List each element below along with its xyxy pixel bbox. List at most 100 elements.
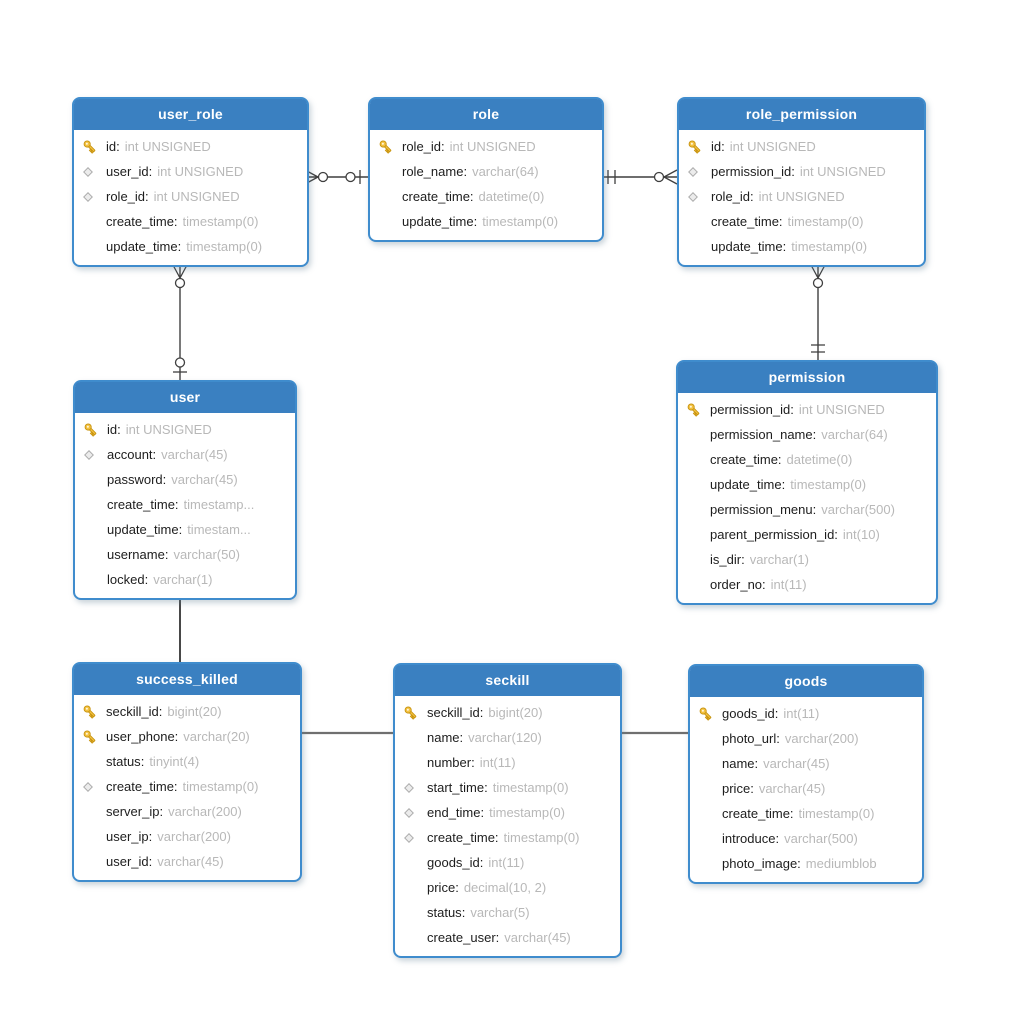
column-type: varchar(50) bbox=[173, 547, 240, 562]
column-row[interactable]: create_timetimestamp(0) bbox=[74, 774, 300, 799]
column-row[interactable]: create_timetimestamp(0) bbox=[74, 209, 307, 234]
table-success_killed[interactable]: success_killed seckill_idbigint(20)user_p… bbox=[72, 662, 302, 882]
column-row[interactable]: permission_namevarchar(64) bbox=[678, 422, 936, 447]
table-seckill[interactable]: seckill seckill_idbigint(20)namevarchar(1… bbox=[393, 663, 622, 958]
column-name: create_time bbox=[427, 830, 499, 845]
column-row[interactable]: user_ip varchar(200) bbox=[74, 824, 300, 849]
column-row[interactable]: idint UNSIGNED bbox=[75, 417, 295, 442]
column-row[interactable]: idint UNSIGNED bbox=[679, 134, 924, 159]
table-title[interactable]: user bbox=[75, 382, 295, 413]
column-name: id bbox=[107, 422, 121, 437]
column-row[interactable]: role_idint UNSIGNED bbox=[679, 184, 924, 209]
column-row[interactable]: passwordvarchar(45) bbox=[75, 467, 295, 492]
connector-user_role-to-role[interactable] bbox=[304, 169, 368, 185]
column-row[interactable]: role_idint UNSIGNED bbox=[74, 184, 307, 209]
table-title[interactable]: seckill bbox=[395, 665, 620, 696]
column-row[interactable]: username varchar(50) bbox=[75, 542, 295, 567]
column-row[interactable]: update_timetimestam... bbox=[75, 517, 295, 542]
column-row[interactable]: parent_permission_idint(10) bbox=[678, 522, 936, 547]
column-type: timestamp(0) bbox=[186, 239, 263, 254]
index-diamond-icon bbox=[403, 832, 427, 844]
column-row[interactable]: update_timetimestamp(0) bbox=[678, 472, 936, 497]
column-name: username bbox=[107, 547, 168, 562]
column-row[interactable]: goods_idint(11) bbox=[690, 701, 922, 726]
column-name: account bbox=[107, 447, 156, 462]
column-row[interactable]: server_ipvarchar(200) bbox=[74, 799, 300, 824]
column-row[interactable]: user_idvarchar(45) bbox=[74, 849, 300, 874]
table-role[interactable]: role role_idint UNSIGNEDrole_namevarchar(… bbox=[368, 97, 604, 242]
column-name: create_time bbox=[710, 452, 782, 467]
table-title[interactable]: goods bbox=[690, 666, 922, 697]
column-name: goods_id bbox=[427, 855, 483, 870]
connector-role_permission-to-permission[interactable] bbox=[810, 264, 826, 360]
connector-user_role-to-user[interactable] bbox=[172, 264, 188, 380]
column-row[interactable]: goods_idint(11) bbox=[395, 850, 620, 875]
column-row[interactable]: user_idint UNSIGNED bbox=[74, 159, 307, 184]
table-title[interactable]: success_killed bbox=[74, 664, 300, 695]
column-row[interactable]: namevarchar(45) bbox=[690, 751, 922, 776]
table-goods[interactable]: goods goods_idint(11)photo_urlvarchar(200… bbox=[688, 664, 924, 884]
column-row[interactable]: role_idint UNSIGNED bbox=[370, 134, 602, 159]
column-type: bigint(20) bbox=[488, 705, 543, 720]
column-row[interactable]: create_time datetime(0) bbox=[678, 447, 936, 472]
column-row[interactable]: accountvarchar(45) bbox=[75, 442, 295, 467]
column-row[interactable]: create_timetimestamp(0) bbox=[690, 801, 922, 826]
column-row[interactable]: create_uservarchar(45) bbox=[395, 925, 620, 950]
table-title[interactable]: role_permission bbox=[679, 99, 924, 130]
column-row[interactable]: statusvarchar(5) bbox=[395, 900, 620, 925]
index-diamond-icon bbox=[82, 781, 106, 793]
column-row[interactable]: statustinyint(4) bbox=[74, 749, 300, 774]
column-type: datetime(0) bbox=[786, 452, 853, 467]
column-name: locked bbox=[107, 572, 148, 587]
column-row[interactable]: role_namevarchar(64) bbox=[370, 159, 602, 184]
column-row[interactable]: create_timetimestamp(0) bbox=[679, 209, 924, 234]
column-row[interactable]: lockedvarchar(1) bbox=[75, 567, 295, 592]
column-row[interactable]: update_timetimestamp(0) bbox=[679, 234, 924, 259]
column-row[interactable]: create_timetimestamp... bbox=[75, 492, 295, 517]
column-row[interactable]: seckill_idbigint(20) bbox=[74, 699, 300, 724]
column-row[interactable]: numberint(11) bbox=[395, 750, 620, 775]
column-row[interactable]: seckill_idbigint(20) bbox=[395, 700, 620, 725]
table-user[interactable]: user idint UNSIGNEDaccountvarchar(45)pass… bbox=[73, 380, 297, 600]
column-row[interactable]: permission_idint UNSIGNED bbox=[679, 159, 924, 184]
column-row[interactable]: order_noint(11) bbox=[678, 572, 936, 597]
table-title[interactable]: user_role bbox=[74, 99, 307, 130]
table-title[interactable]: permission bbox=[678, 362, 936, 393]
column-name: id bbox=[711, 139, 725, 154]
column-name: order_no bbox=[710, 577, 766, 592]
column-row[interactable]: photo_urlvarchar(200) bbox=[690, 726, 922, 751]
column-row[interactable]: pricedecimal(10, 2) bbox=[395, 875, 620, 900]
column-row[interactable]: update_timetimestamp(0) bbox=[370, 209, 602, 234]
column-row[interactable]: update_timetimestamp(0) bbox=[74, 234, 307, 259]
column-row[interactable]: introducevarchar(500) bbox=[690, 826, 922, 851]
table-title[interactable]: role bbox=[370, 99, 602, 130]
column-row[interactable]: is_dirvarchar(1) bbox=[678, 547, 936, 572]
column-name: user_ip bbox=[106, 829, 152, 844]
column-row[interactable]: start_timetimestamp(0) bbox=[395, 775, 620, 800]
column-name: photo_url bbox=[722, 731, 780, 746]
column-row[interactable]: end_timetimestamp(0) bbox=[395, 800, 620, 825]
column-row[interactable]: create_timedatetime(0) bbox=[370, 184, 602, 209]
column-type: varchar(200) bbox=[157, 829, 231, 844]
column-row[interactable]: namevarchar(120) bbox=[395, 725, 620, 750]
primary-key-icon bbox=[82, 729, 106, 745]
column-name: status bbox=[427, 905, 465, 920]
column-row[interactable]: create_timetimestamp(0) bbox=[395, 825, 620, 850]
column-row[interactable]: user_phonevarchar(20) bbox=[74, 724, 300, 749]
column-row[interactable]: permission_menuvarchar(500) bbox=[678, 497, 936, 522]
column-type: varchar(45) bbox=[763, 756, 830, 771]
column-row[interactable]: pricevarchar(45) bbox=[690, 776, 922, 801]
connector-role-to-role_permission[interactable] bbox=[600, 169, 678, 185]
primary-key-icon bbox=[687, 139, 711, 155]
column-row[interactable]: idint UNSIGNED bbox=[74, 134, 307, 159]
column-row[interactable]: photo_imagemediumblob bbox=[690, 851, 922, 876]
table-role_permission[interactable]: role_permissionidint UNSIGNEDpermission_… bbox=[677, 97, 926, 267]
index-diamond-icon bbox=[83, 449, 107, 461]
column-row[interactable]: permission_idint UNSIGNED bbox=[678, 397, 936, 422]
column-name: seckill_id bbox=[106, 704, 162, 719]
column-name: create_time bbox=[106, 214, 178, 229]
